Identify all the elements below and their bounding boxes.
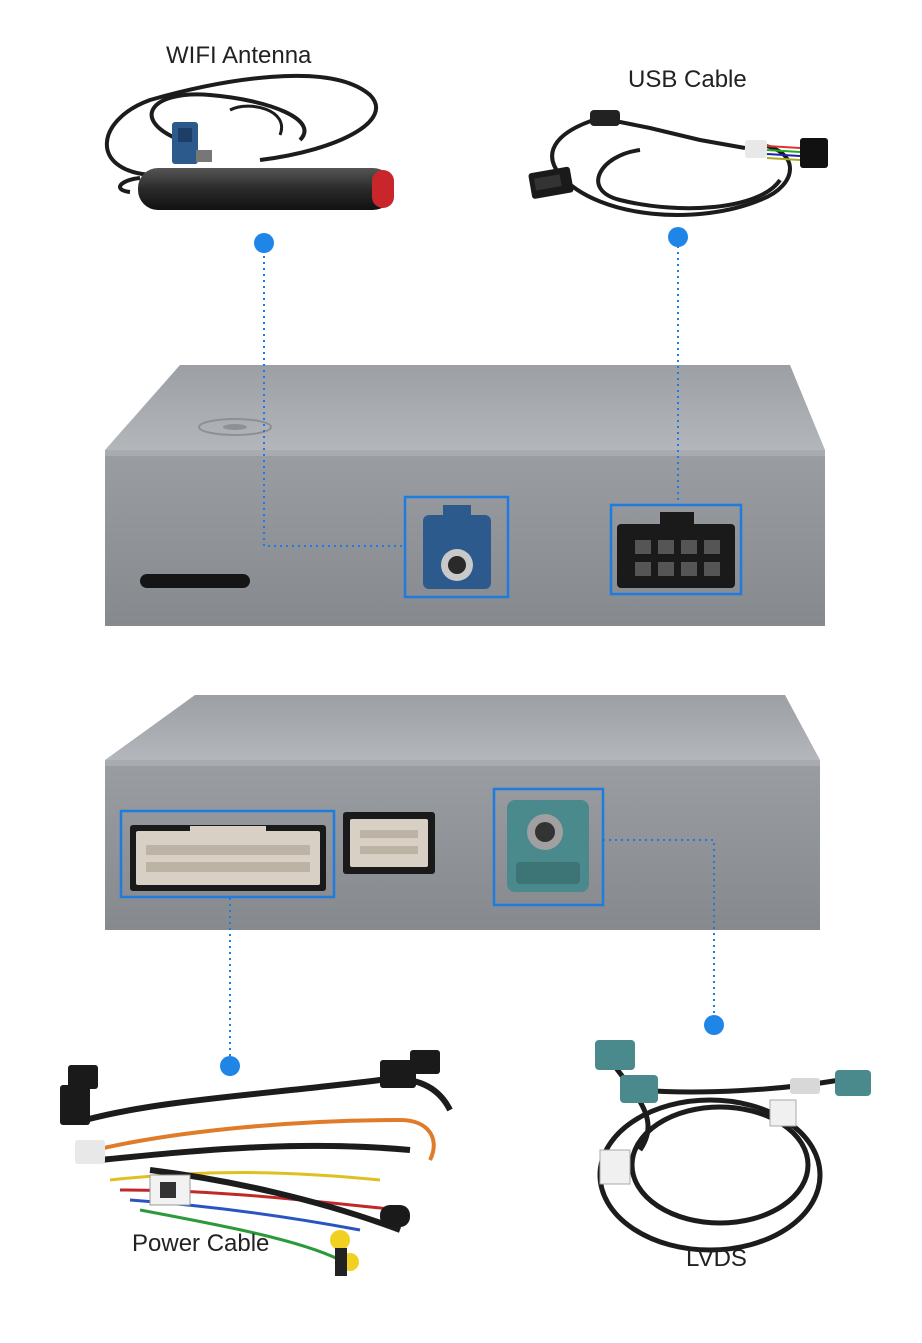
marker-usb: [668, 227, 688, 247]
device-bottom-view: [105, 695, 820, 930]
marker-power: [220, 1056, 240, 1076]
usb-port-highlight: [609, 503, 743, 596]
power-cable-label: Power Cable: [132, 1230, 270, 1257]
connector-lines: [229, 246, 715, 1060]
lvds-label: LVDS: [686, 1245, 747, 1272]
power-port-highlight: [119, 809, 336, 899]
lvds-cable-product: [595, 1040, 871, 1253]
device-top-view: [105, 365, 825, 626]
usb-cable-product: [528, 110, 828, 217]
marker-lvds: [704, 1015, 724, 1035]
usb-cable-label: USB Cable: [628, 66, 747, 93]
power-harness-product: [60, 1050, 453, 1276]
lvds-port-highlight: [492, 787, 605, 907]
wifi-antenna-label: WIFI Antenna: [166, 42, 312, 69]
marker-wifi: [254, 233, 274, 253]
wifi-antenna-product: [104, 73, 394, 210]
wifi-port-highlight: [403, 495, 510, 599]
